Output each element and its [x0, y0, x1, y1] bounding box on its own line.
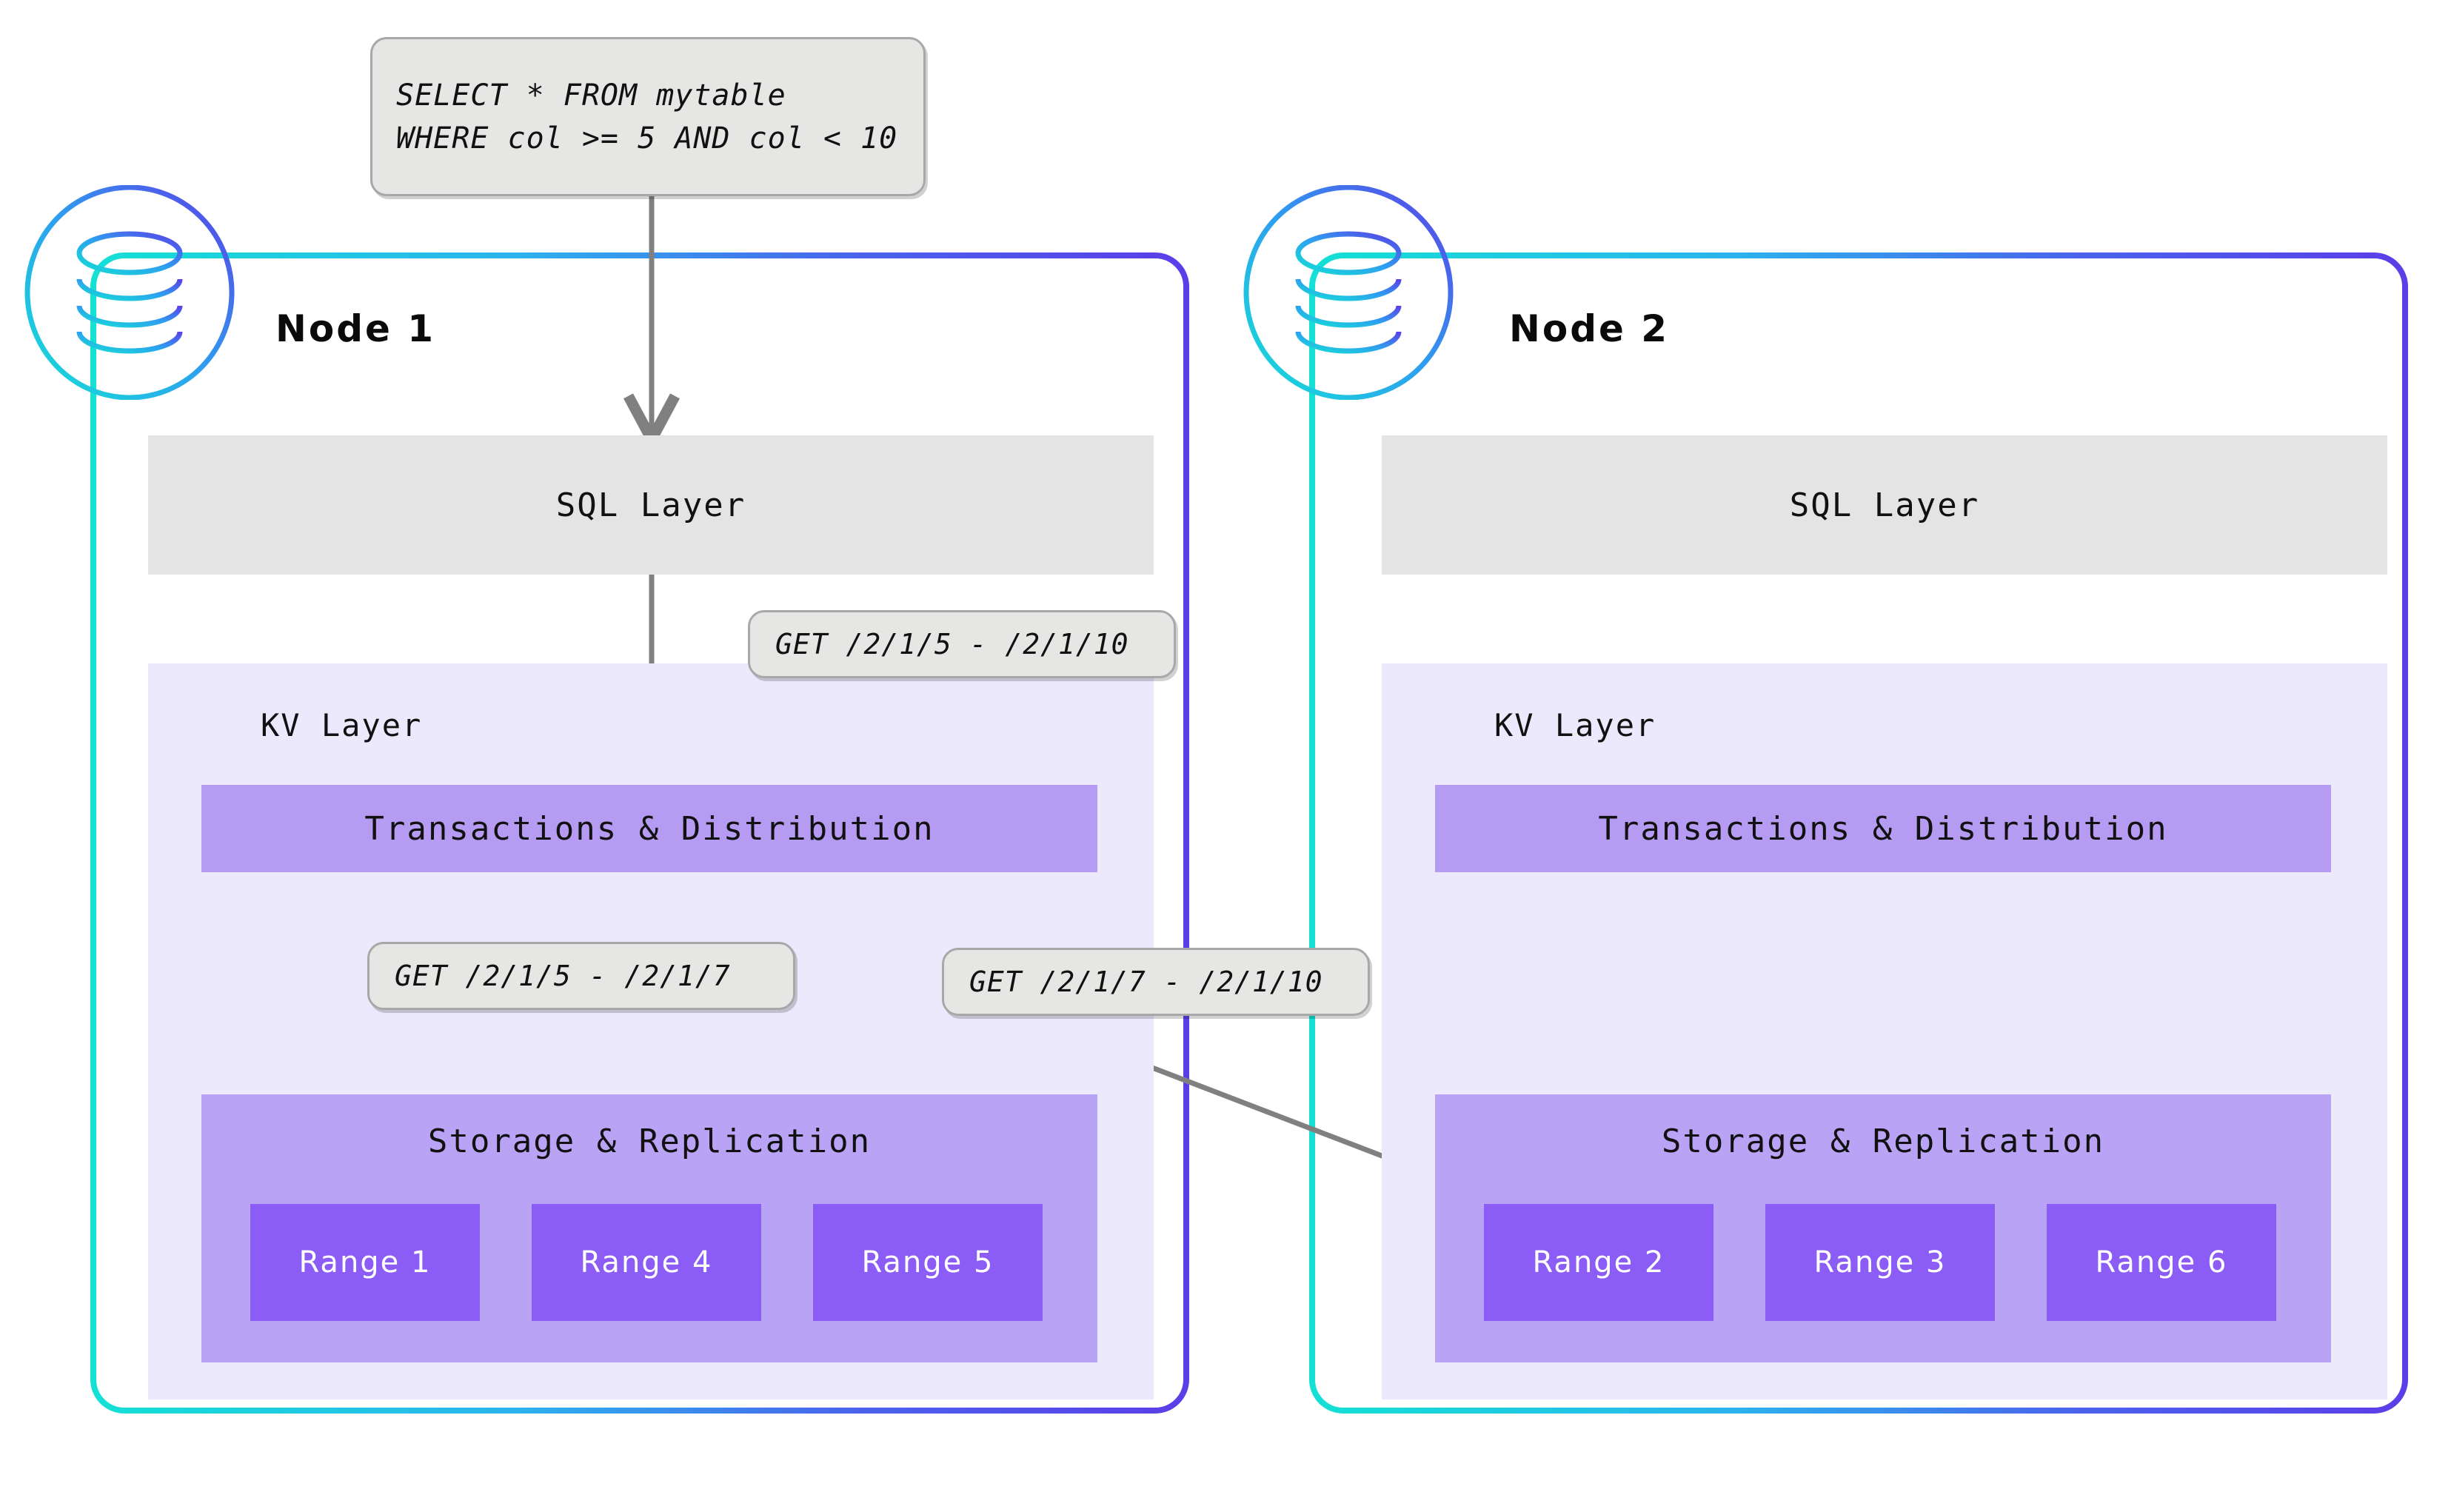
node-1-title: Node 1	[275, 307, 436, 350]
node-1-database-icon	[24, 185, 235, 400]
node-1-range-1[interactable]: Range 4	[532, 1204, 761, 1321]
callout-remote-range: GET /2/1/7 - /2/1/10	[942, 948, 1370, 1016]
node-2-storage-label: Storage & Replication	[1661, 1123, 2105, 1160]
node-2-storage-band: Storage & Replication Range 2 Range 3 Ra…	[1435, 1094, 2331, 1362]
node-1-range-2[interactable]: Range 5	[813, 1204, 1043, 1321]
node-2-sql-layer: SQL Layer	[1382, 435, 2387, 575]
sql-query-line-1: SELECT * FROM mytable	[396, 78, 786, 113]
node-2-range-0[interactable]: Range 2	[1484, 1204, 1713, 1321]
callout-local-range: GET /2/1/5 - /2/1/7	[367, 942, 795, 1010]
node-1-transactions-band: Transactions & Distribution	[201, 785, 1097, 872]
node-2-transactions-band: Transactions & Distribution	[1435, 785, 2331, 872]
node-2-range-1[interactable]: Range 3	[1765, 1204, 1995, 1321]
node-1-sql-layer: SQL Layer	[148, 435, 1154, 575]
sql-query-bubble: SELECT * FROM mytable WHERE col >= 5 AND…	[370, 37, 926, 196]
node-1-storage-label: Storage & Replication	[427, 1123, 872, 1160]
node-2-title: Node 2	[1509, 307, 1670, 350]
node-1-range-0[interactable]: Range 1	[250, 1204, 480, 1321]
node-2-database-icon	[1243, 185, 1454, 400]
node-1-kv-layer-label: KV Layer	[261, 707, 423, 743]
node-2-range-2[interactable]: Range 6	[2047, 1204, 2276, 1321]
node-1-storage-band: Storage & Replication Range 1 Range 4 Ra…	[201, 1094, 1097, 1362]
node-2-kv-layer-label: KV Layer	[1494, 707, 1656, 743]
sql-query-line-2: WHERE col >= 5 AND col < 10	[396, 121, 898, 155]
callout-sql-to-kv: GET /2/1/5 - /2/1/10	[748, 610, 1176, 678]
